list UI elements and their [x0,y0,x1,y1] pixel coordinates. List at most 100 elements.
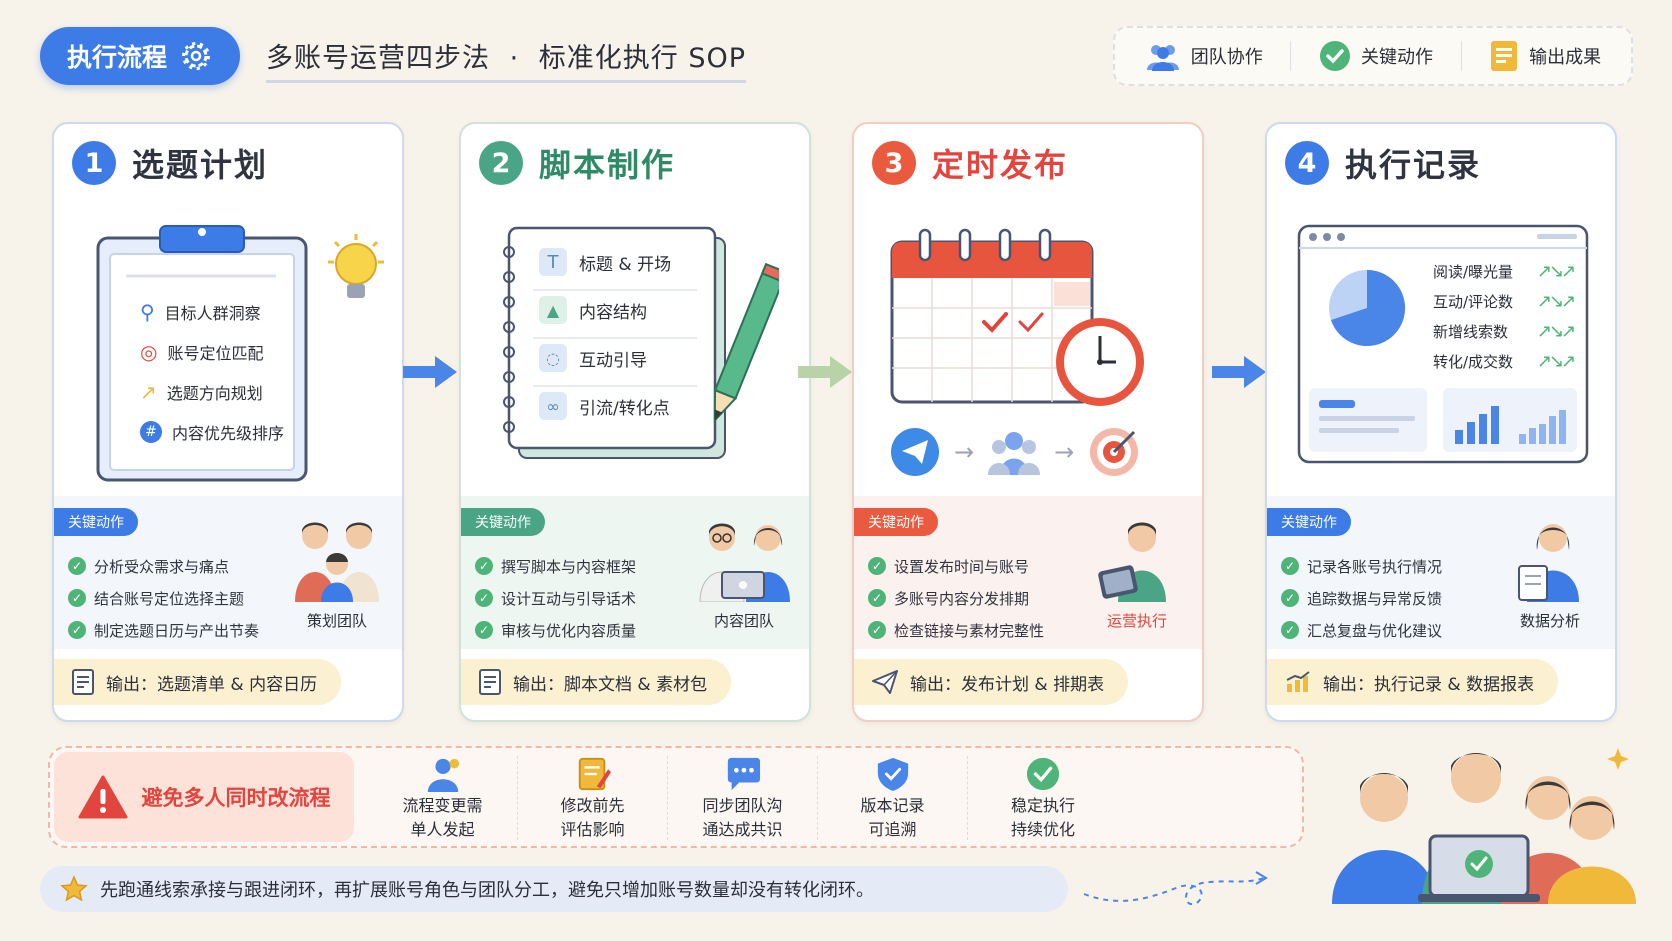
metric-label: 新增线索数 [1433,322,1509,341]
step-header: 1 选题计划 [72,140,268,186]
warning-item: 同步团队沟 通达成共识 [668,756,818,840]
warning-item-line: 单人发起 [410,820,475,839]
list-item-label: 账号定位匹配 [167,344,264,363]
team-icon [1146,45,1179,71]
warning-item-line: 流程变更需 [402,796,483,815]
metric-label: 互动/评论数 [1433,292,1514,311]
comment-icon: ◌ [539,344,567,372]
magnifier-icon: ⚲ [140,300,155,324]
metric-row: 转化/成交数 ↗↘↗ [1433,346,1576,376]
target-icon: ◎ [140,340,158,364]
action-text: 追踪数据与异常反馈 [1307,589,1443,608]
action-item: ✓多账号内容分发排期 [868,582,1044,614]
title-main: 多账号运营四步法 [266,43,490,74]
check-icon: ✓ [68,621,86,639]
flow-arrow-icon [1212,356,1266,388]
action-item: ✓分析受众需求与痛点 [68,550,259,582]
action-text: 制定选题日历与产出节奏 [94,621,260,640]
warning-item-line: 修改前先 [560,796,625,815]
action-item: ✓ 审核与优化内容质量 [475,614,636,646]
warning-item: 版本记录 可追溯 [818,756,968,840]
tip-bar: 先跑通线索承接与跟进闭环，再扩展账号角色与团队分工，避免只增加账号数量却没有转化… [40,866,1068,912]
warning-item: 修改前先 评估影响 [518,756,668,840]
key-action-tag: 关键动作 [854,508,938,536]
step-title: 定时发布 [932,146,1069,184]
image-icon: ▲ [539,296,567,324]
action-list: ✓分析受众需求与痛点 ✓结合账号定位选择主题 ✓ 制定选题日历与产出节奏 [68,550,259,646]
check-icon: ✓ [868,589,886,607]
list-item: ⚲ 目标人群洞察 [140,292,284,332]
action-text: 分析受众需求与痛点 [94,557,230,576]
trend-line-icon: ↗↘↗ [1537,290,1576,312]
action-item: ✓检查链接与素材完整性 [868,614,1044,646]
metric-row: 新增线索数 ↗↘↗ [1433,316,1576,346]
action-list: ✓设置发布时间与账号 ✓多账号内容分发排期 ✓检查链接与素材完整性 [868,550,1044,646]
chat-icon [727,757,760,791]
action-item: ✓记录各账号执行情况 [1281,550,1442,582]
clock-icon [1056,318,1144,406]
legend-output-label: 输出成果 [1529,47,1602,68]
step-number: 1 [72,141,116,185]
document-icon [479,669,501,695]
warning-item-line: 稳定执行 [1010,796,1075,815]
legend-team: 团队协作 [1145,40,1263,72]
arrow-right-icon: → [1054,438,1075,466]
warning-title: 避免多人同时改流程 [141,786,331,810]
team-block: 运营执行 [1082,516,1192,631]
check-icon: ✓ [868,621,886,639]
text-icon: T [539,248,567,276]
team-celebration-illustration [1332,748,1636,904]
list-item-label: 互动引导 [579,350,647,371]
paper-plane-icon [872,670,898,694]
list-item: # 内容优先级排序 [140,412,284,452]
step-card-3: 3 定时发布 [852,122,1204,722]
action-item: ✓汇总复盘与优化建议 [1281,614,1442,646]
laptop-team-icon [699,523,790,603]
action-text: 审核与优化内容质量 [501,621,637,640]
step-header: 4 执行记录 [1285,140,1481,186]
list-item: ◌ 互动引导 [539,334,671,382]
legend-divider [1290,41,1292,71]
list-item: ◎ 账号定位匹配 [140,332,284,372]
flow-arrow-icon [798,356,852,388]
operator-icon [1098,522,1166,602]
list-item-label: 引流/转化点 [579,398,670,419]
check-icon [1026,757,1060,791]
tip-text: 先跑通线索承接与跟进闭环，再扩展账号角色与团队分工，避免只增加账号数量却没有转化… [100,880,874,901]
team-label: 内容团队 [713,612,774,630]
team-label: 运营执行 [1106,612,1167,630]
legend-team-label: 团队协作 [1190,47,1263,68]
star-icon [60,875,88,902]
legend-box: 团队协作 关键动作 输出成果 [1113,26,1633,86]
step-output: 输出：发布计划 & 排期表 [854,659,1129,705]
step-header: 2 脚本制作 [479,140,675,186]
team-block: 数据分析 [1495,516,1605,631]
metric-label: 转化/成交数 [1433,352,1514,371]
list-item-label: 内容优先级排序 [172,424,285,443]
trend-up-icon: ↗ [140,380,157,404]
action-list: ✓记录各账号执行情况 ✓ 追踪数据与异常反馈 ✓汇总复盘与优化建议 [1281,550,1442,646]
legend-action-label: 关键动作 [1360,47,1433,68]
check-icon: ✓ [475,557,493,575]
output-text: 输出：选题清单 & 内容日历 [106,674,318,695]
team-label: 数据分析 [1519,612,1580,630]
step-output: 输出：执行记录 & 数据报表 [1267,659,1559,705]
step-number: 2 [479,141,523,185]
action-item: ✓撰写脚本与内容框架 [475,550,636,582]
action-item: ✓结合账号定位选择主题 [68,582,259,614]
output-text: 输出：脚本文档 & 素材包 [513,674,708,695]
notebook-illustration: T 标题 & 开场 ▲ 内容结构 ◌ 互动引导 ∞ 引流/转化点 [461,204,809,604]
key-actions: 关键动作 ✓记录各账号执行情况 ✓追踪数据与异常反馈 ✓汇总复盘与优化建议 数据… [1267,496,1615,649]
warning-item-line: 同步团队沟 [702,796,783,815]
action-item: ✓ 制定选题日历与产出节奏 [68,614,259,646]
check-icon: ✓ [1281,621,1299,639]
dashboard-window-icon [1297,224,1589,464]
key-action-tag: 关键动作 [54,508,138,536]
step-header: 3 定时发布 [872,140,1068,186]
list-item-label: 标题 & 开场 [579,254,672,275]
legend-action: 关键动作 [1319,40,1433,72]
warning-title-box: 避免多人同时改流程 [54,752,354,842]
check-icon: ✓ [475,621,493,639]
document-icon [1491,41,1518,71]
step-title: 脚本制作 [539,146,676,184]
